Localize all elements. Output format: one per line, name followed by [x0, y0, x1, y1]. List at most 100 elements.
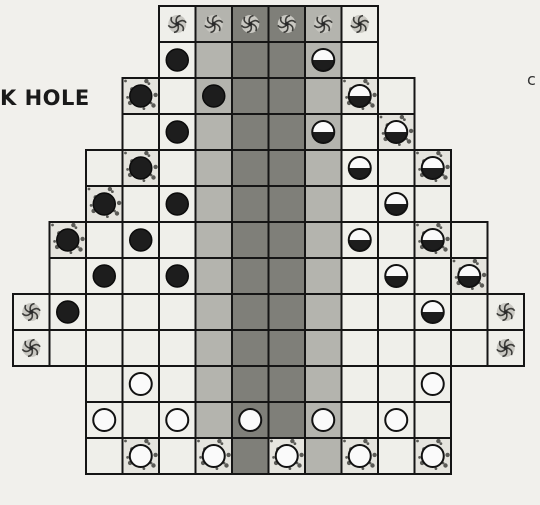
black-piece[interactable] [166, 193, 188, 215]
board-square[interactable] [196, 330, 233, 366]
black-piece[interactable] [93, 193, 115, 215]
board-square[interactable] [305, 438, 342, 474]
board-square[interactable] [305, 258, 342, 294]
white-piece[interactable] [239, 409, 261, 431]
board-square[interactable] [232, 42, 269, 78]
white-piece[interactable] [130, 445, 152, 467]
board-square[interactable] [196, 258, 233, 294]
board-square[interactable] [159, 438, 196, 474]
white-piece[interactable] [422, 373, 444, 395]
board-square[interactable] [232, 186, 269, 222]
board-square[interactable] [123, 258, 160, 294]
board-square[interactable] [196, 294, 233, 330]
board-square[interactable] [86, 150, 123, 186]
white-piece[interactable] [276, 445, 298, 467]
white-piece[interactable] [130, 373, 152, 395]
board-square[interactable] [123, 402, 160, 438]
half-black-piece[interactable] [349, 229, 371, 251]
board-square[interactable] [123, 186, 160, 222]
board-square[interactable] [305, 186, 342, 222]
black-hole-square[interactable] [488, 294, 525, 330]
half-black-piece[interactable] [385, 193, 407, 215]
black-piece[interactable] [130, 157, 152, 179]
board-square[interactable] [232, 330, 269, 366]
black-hole-square[interactable] [196, 6, 233, 42]
board-square[interactable] [86, 222, 123, 258]
half-black-piece[interactable] [422, 301, 444, 323]
black-hole-square[interactable] [269, 6, 306, 42]
board-square[interactable] [86, 330, 123, 366]
board-square[interactable] [196, 42, 233, 78]
half-black-piece[interactable] [458, 265, 480, 287]
black-hole-square[interactable] [13, 294, 50, 330]
black-piece[interactable] [57, 301, 79, 323]
board-square[interactable] [232, 114, 269, 150]
board-square[interactable] [378, 366, 415, 402]
black-piece[interactable] [57, 229, 79, 251]
board-square[interactable] [269, 222, 306, 258]
black-hole-square[interactable] [305, 6, 342, 42]
board-square[interactable] [232, 222, 269, 258]
board-square[interactable] [451, 222, 488, 258]
board-square[interactable] [232, 258, 269, 294]
board-square[interactable] [378, 222, 415, 258]
board-square[interactable] [232, 150, 269, 186]
board-square[interactable] [305, 330, 342, 366]
board-square[interactable] [232, 78, 269, 114]
board-square[interactable] [196, 150, 233, 186]
board-square[interactable] [305, 222, 342, 258]
board-square[interactable] [50, 258, 87, 294]
board-square[interactable] [159, 222, 196, 258]
white-piece[interactable] [312, 409, 334, 431]
board-square[interactable] [86, 438, 123, 474]
board-square[interactable] [342, 402, 379, 438]
board-square[interactable] [378, 438, 415, 474]
board-square[interactable] [415, 402, 452, 438]
board-square[interactable] [342, 114, 379, 150]
half-black-piece[interactable] [349, 157, 371, 179]
board-square[interactable] [451, 330, 488, 366]
board-square[interactable] [342, 42, 379, 78]
board-square[interactable] [269, 114, 306, 150]
white-piece[interactable] [166, 409, 188, 431]
board-square[interactable] [159, 78, 196, 114]
board-square[interactable] [342, 186, 379, 222]
half-black-piece[interactable] [312, 49, 334, 71]
board-square[interactable] [269, 330, 306, 366]
board-square[interactable] [269, 78, 306, 114]
board-square[interactable] [232, 294, 269, 330]
white-piece[interactable] [203, 445, 225, 467]
black-piece[interactable] [166, 265, 188, 287]
board-square[interactable] [378, 294, 415, 330]
half-black-piece[interactable] [385, 265, 407, 287]
white-piece[interactable] [422, 445, 444, 467]
board-square[interactable] [415, 258, 452, 294]
board-square[interactable] [159, 330, 196, 366]
board-square[interactable] [123, 294, 160, 330]
black-piece[interactable] [166, 121, 188, 143]
black-hole-square[interactable] [488, 330, 525, 366]
board-square[interactable] [269, 150, 306, 186]
board-square[interactable] [196, 186, 233, 222]
black-piece[interactable] [203, 85, 225, 107]
black-piece[interactable] [93, 265, 115, 287]
board-square[interactable] [159, 366, 196, 402]
white-piece[interactable] [93, 409, 115, 431]
board-square[interactable] [342, 258, 379, 294]
black-piece[interactable] [130, 85, 152, 107]
board-square[interactable] [451, 294, 488, 330]
board-square[interactable] [269, 42, 306, 78]
board-square[interactable] [196, 222, 233, 258]
board-square[interactable] [305, 366, 342, 402]
white-piece[interactable] [385, 409, 407, 431]
half-black-piece[interactable] [349, 85, 371, 107]
board-square[interactable] [196, 114, 233, 150]
board-square[interactable] [269, 366, 306, 402]
board-square[interactable] [269, 186, 306, 222]
board-square[interactable] [86, 294, 123, 330]
board-square[interactable] [50, 330, 87, 366]
board-square[interactable] [196, 366, 233, 402]
half-black-piece[interactable] [422, 229, 444, 251]
board-square[interactable] [415, 330, 452, 366]
board-square[interactable] [86, 366, 123, 402]
